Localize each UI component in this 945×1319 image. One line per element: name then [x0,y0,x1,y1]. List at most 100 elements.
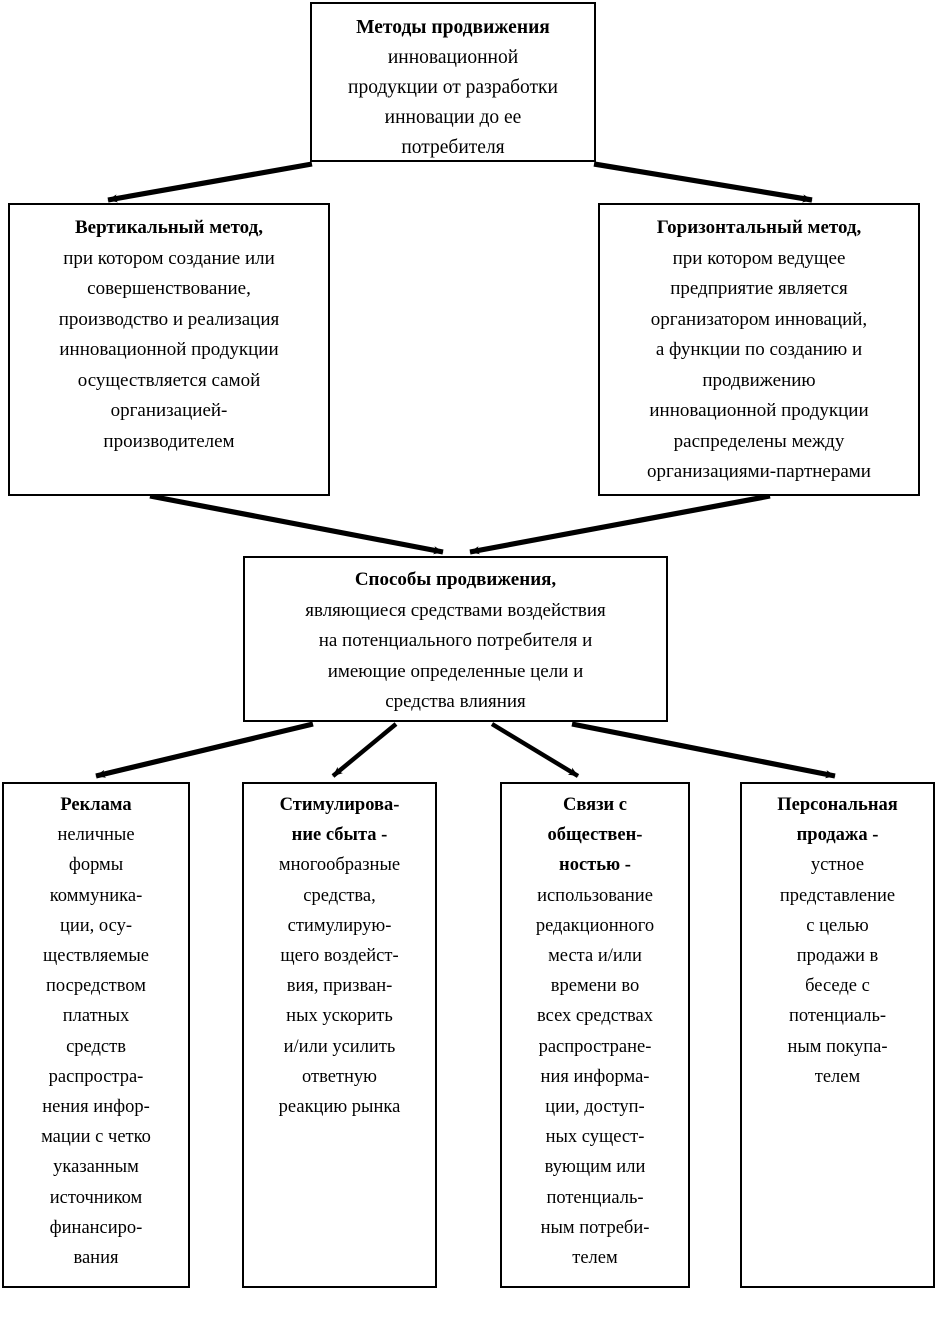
node-text-line: нения инфор- [42,1097,150,1118]
node-text-line: ностью - [559,855,631,876]
node-text-line: инновационной [387,47,519,68]
node-text-line: источником [49,1187,143,1208]
node-horizontal-method[interactable]: Горизонтальный метод, при котором ведущее… [598,203,920,496]
node-text-line: многообразные [278,855,401,876]
node-text-line: организатором инноваций, [650,308,868,330]
node-text-line: средства, [303,885,376,906]
node-text-line: организациями-партнерами [647,461,871,482]
connector-center-to-sales-promotion [331,722,398,778]
node-text-line: реакцию рынка [278,1097,401,1118]
node-text-line: обществен- [547,825,643,846]
node-text-line: распределены между [673,430,845,452]
node-text-line: ние сбыта - [291,825,388,846]
node-text: Вертикальный метод, при котором создание … [10,213,328,457]
node-text-line: ных ускорить [286,1006,393,1027]
node-text-line: потребителя [401,137,505,158]
node-text-line: потенциаль- [788,1006,887,1027]
node-text-line: Стимулирова- [279,795,400,815]
connector-center-to-public-relations [490,722,580,778]
node-text-line: беседе с [805,976,870,997]
connector-top-to-horizontal [593,161,813,203]
node-text-line: формы [68,855,124,876]
node-text-line: предприятие является [670,278,848,299]
node-text-line: ответную [302,1066,377,1087]
node-text-line: продвижению [702,369,816,391]
node-text-line: вия, призван- [286,976,393,997]
node-text-line: использование [537,885,653,906]
node-text-line: коммуника- [49,885,143,906]
node-text-line: инновации до ее [384,107,522,128]
node-text-line: инновационной продукции [59,339,279,360]
node-text-line: осуществляется самой [77,369,261,391]
node-text-line: неличные [57,825,135,846]
node-text-line: мации с четко [41,1127,151,1148]
node-text-line: Вертикальный метод, [75,217,263,238]
node-text: Методы продвижения инновационной продукции… [312,13,594,163]
connector-center-to-advertising [95,721,314,779]
node-text-line: продажи в [796,946,879,967]
node-advertising[interactable]: Реклама неличные формы коммуника-ции, осу-щ… [2,782,190,1288]
node-text-line: организацией- [110,400,228,421]
node-text-line: продукции от разработки [348,77,558,98]
node-text-line: щего воздейст- [280,946,399,967]
node-text-line: ции, доступ- [545,1097,645,1118]
node-text-line: Методы продвижения [356,17,550,38]
node-text-line: имеющие определенные цели и [327,660,584,682]
node-text-line: представление [779,885,896,906]
node-text-line: времени во [550,976,640,997]
node-text-line: Реклама [60,795,132,815]
node-text-line: ных сущест- [545,1127,645,1148]
node-text-line: потенциаль- [546,1187,644,1208]
node-text: Горизонтальный метод, при котором ведущее… [600,213,918,488]
node-text-line: при котором ведущее [672,247,846,269]
node-text: Реклама неличные формы коммуника-ции, осу-щ… [4,790,188,1273]
node-text-line: распростра- [48,1066,144,1087]
node-text-line: платных [62,1006,130,1027]
node-text-line: Персональная [777,795,898,815]
node-text-line: телем [572,1248,618,1269]
node-text-line: вующим или [544,1157,646,1178]
node-text-line: средств [66,1036,126,1057]
node-text-line: являющиеся средствами воздействия [305,599,606,621]
node-text-line: вания [73,1248,119,1269]
node-text-line: с целью [806,915,869,936]
node-text-line: Горизонтальный метод, [656,217,862,238]
node-promotion-methods-ways[interactable]: Способы продвижения, являющиеся средствам… [243,556,668,722]
node-text-line: производство и реализация [58,308,280,330]
node-text-line: телем [814,1066,861,1087]
node-vertical-method[interactable]: Вертикальный метод, при котором создание … [8,203,330,496]
node-text-line: стимулирую- [287,915,392,936]
node-text-line: устное [810,855,865,876]
node-text-line: совершенствование, [87,278,251,299]
node-text-line: места и/или [548,946,642,967]
node-text: Способы продвижения, являющиеся средствам… [245,565,666,718]
node-text-line: а функции по созданию и [655,339,863,360]
node-text-line: и/или усилить [283,1036,396,1057]
node-text-line: ния информа- [540,1066,650,1087]
node-text-line: производителем [103,430,235,452]
connector-center-to-personal-selling [571,721,836,779]
node-text-line: Способы продвижения, [354,569,557,590]
node-text-line: распростране- [538,1036,652,1057]
node-text-line: посредством [46,976,146,997]
node-text-line: ществляемые [42,946,149,967]
node-text-line: на потенциального потребителя и [318,630,593,651]
node-methods-of-promotion[interactable]: Методы продвижения инновационной продукции… [310,2,596,162]
node-text-line: финансиро- [49,1217,143,1238]
connector-horizontal-to-center [469,493,771,555]
node-text-line: редакционного [535,915,655,936]
node-text-line: инновационной продукции [649,400,869,421]
node-text-line: при котором создание или [63,247,275,269]
connector-vertical-to-center [149,493,444,555]
connector-top-to-vertical [107,161,313,203]
node-text: Стимулирова-ние сбыта - многообразные сред… [244,790,435,1122]
node-text-line: средства влияния [385,691,526,712]
node-text-line: указанным [53,1157,139,1178]
node-text-line: ции, осу- [59,915,133,936]
node-sales-promotion[interactable]: Стимулирова-ние сбыта - многообразные сред… [242,782,437,1288]
